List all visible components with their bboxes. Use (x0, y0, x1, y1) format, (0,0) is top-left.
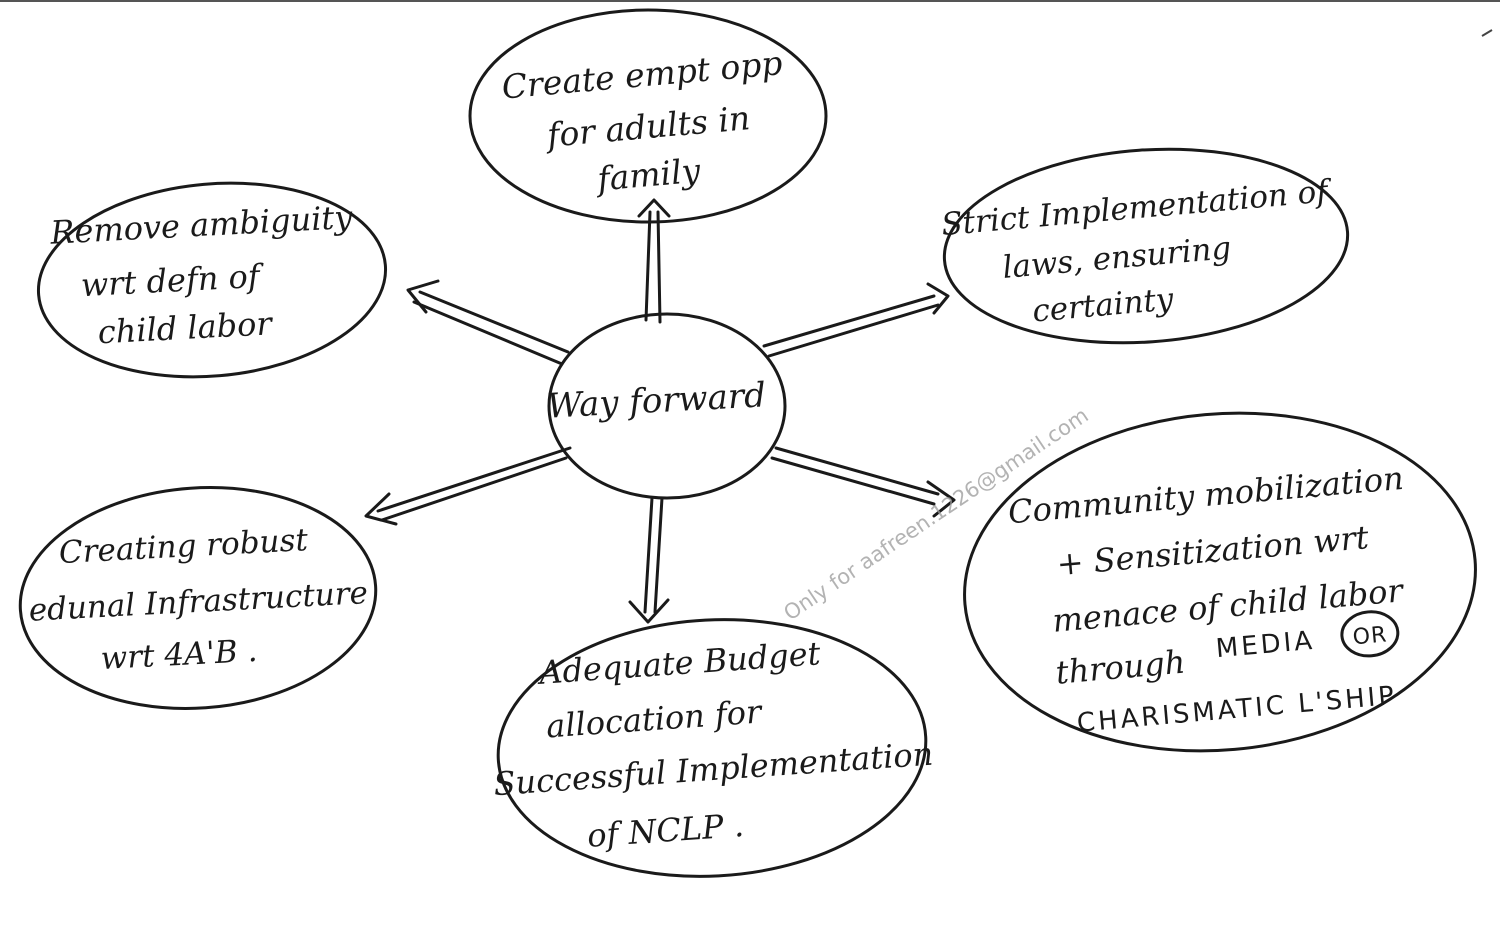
strict-laws-line-2: laws, ensuring (1001, 230, 1233, 286)
ambiguity-line-3: child labor (97, 304, 274, 351)
arrow-to-ambiguity (406, 279, 570, 366)
stray-mark (1481, 29, 1493, 37)
infrastructure-line-2: edunal Infrastructure (28, 575, 369, 629)
budget-line-3: Successful Implementation (492, 735, 934, 804)
strict-laws-line-1: Strict Implementation of (940, 173, 1335, 243)
employment-line-3: family (593, 151, 702, 199)
arrow-to-infrastructure (364, 446, 572, 526)
strict-laws-line-3: certainty (1031, 281, 1175, 329)
community-line-4: through (1054, 643, 1187, 692)
ambiguity-line-2: wrt defn of (80, 257, 266, 305)
community-or: OR (1352, 622, 1389, 650)
arrow-to-strict-laws (762, 282, 950, 358)
node-infrastructure: Creating robust edunal Infrastructure wr… (18, 486, 378, 710)
employment-line-1: Create empt opp (500, 43, 784, 106)
arrow-to-employment (637, 198, 671, 324)
node-budget: Adequate Budget allocation for Successfu… (492, 618, 934, 878)
infrastructure-line-3: wrt 4A'B . (100, 633, 258, 677)
ambiguity-line-1: Remove ambiguity (48, 198, 354, 252)
center-node: Way forward (546, 312, 787, 500)
node-ambiguity: Remove ambiguity wrt defn of child labor (36, 181, 388, 379)
arrow-to-community (770, 446, 956, 518)
budget-line-1: Adequate Budget (535, 634, 822, 692)
budget-line-2: allocation for (545, 692, 764, 745)
node-employment: Create empt opp for adults in family (468, 8, 828, 224)
center-label: Way forward (546, 375, 767, 426)
budget-line-4: of NCLP . (586, 806, 745, 855)
community-media: MEDIA (1215, 626, 1317, 665)
or-circle (1340, 610, 1400, 658)
employment-line-2: for adults in (543, 98, 752, 155)
infrastructure-line-1: Creating robust (58, 522, 309, 571)
arrow-to-budget (628, 496, 670, 624)
node-strict-laws: Strict Implementation of laws, ensuring … (940, 147, 1350, 345)
community-leadership: CHARISMATIC L'SHIP (1076, 681, 1398, 739)
community-line-2: + Sensitization wrt (1055, 518, 1370, 583)
